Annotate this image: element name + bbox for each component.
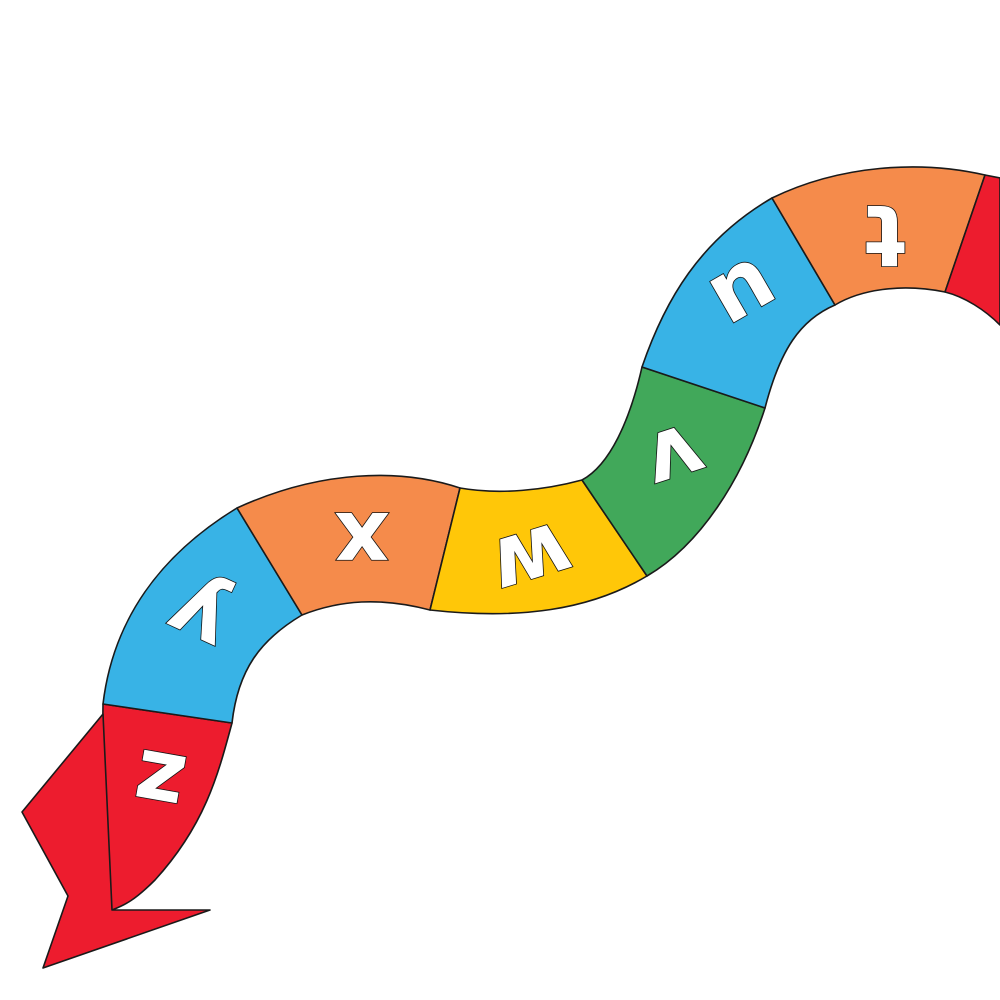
- arrow-head: [21, 713, 211, 969]
- path-letter-t: t: [864, 185, 905, 285]
- path-segment-w: [429, 479, 648, 615]
- path-segment-v: [581, 366, 766, 577]
- path-letter-x: x: [334, 492, 389, 592]
